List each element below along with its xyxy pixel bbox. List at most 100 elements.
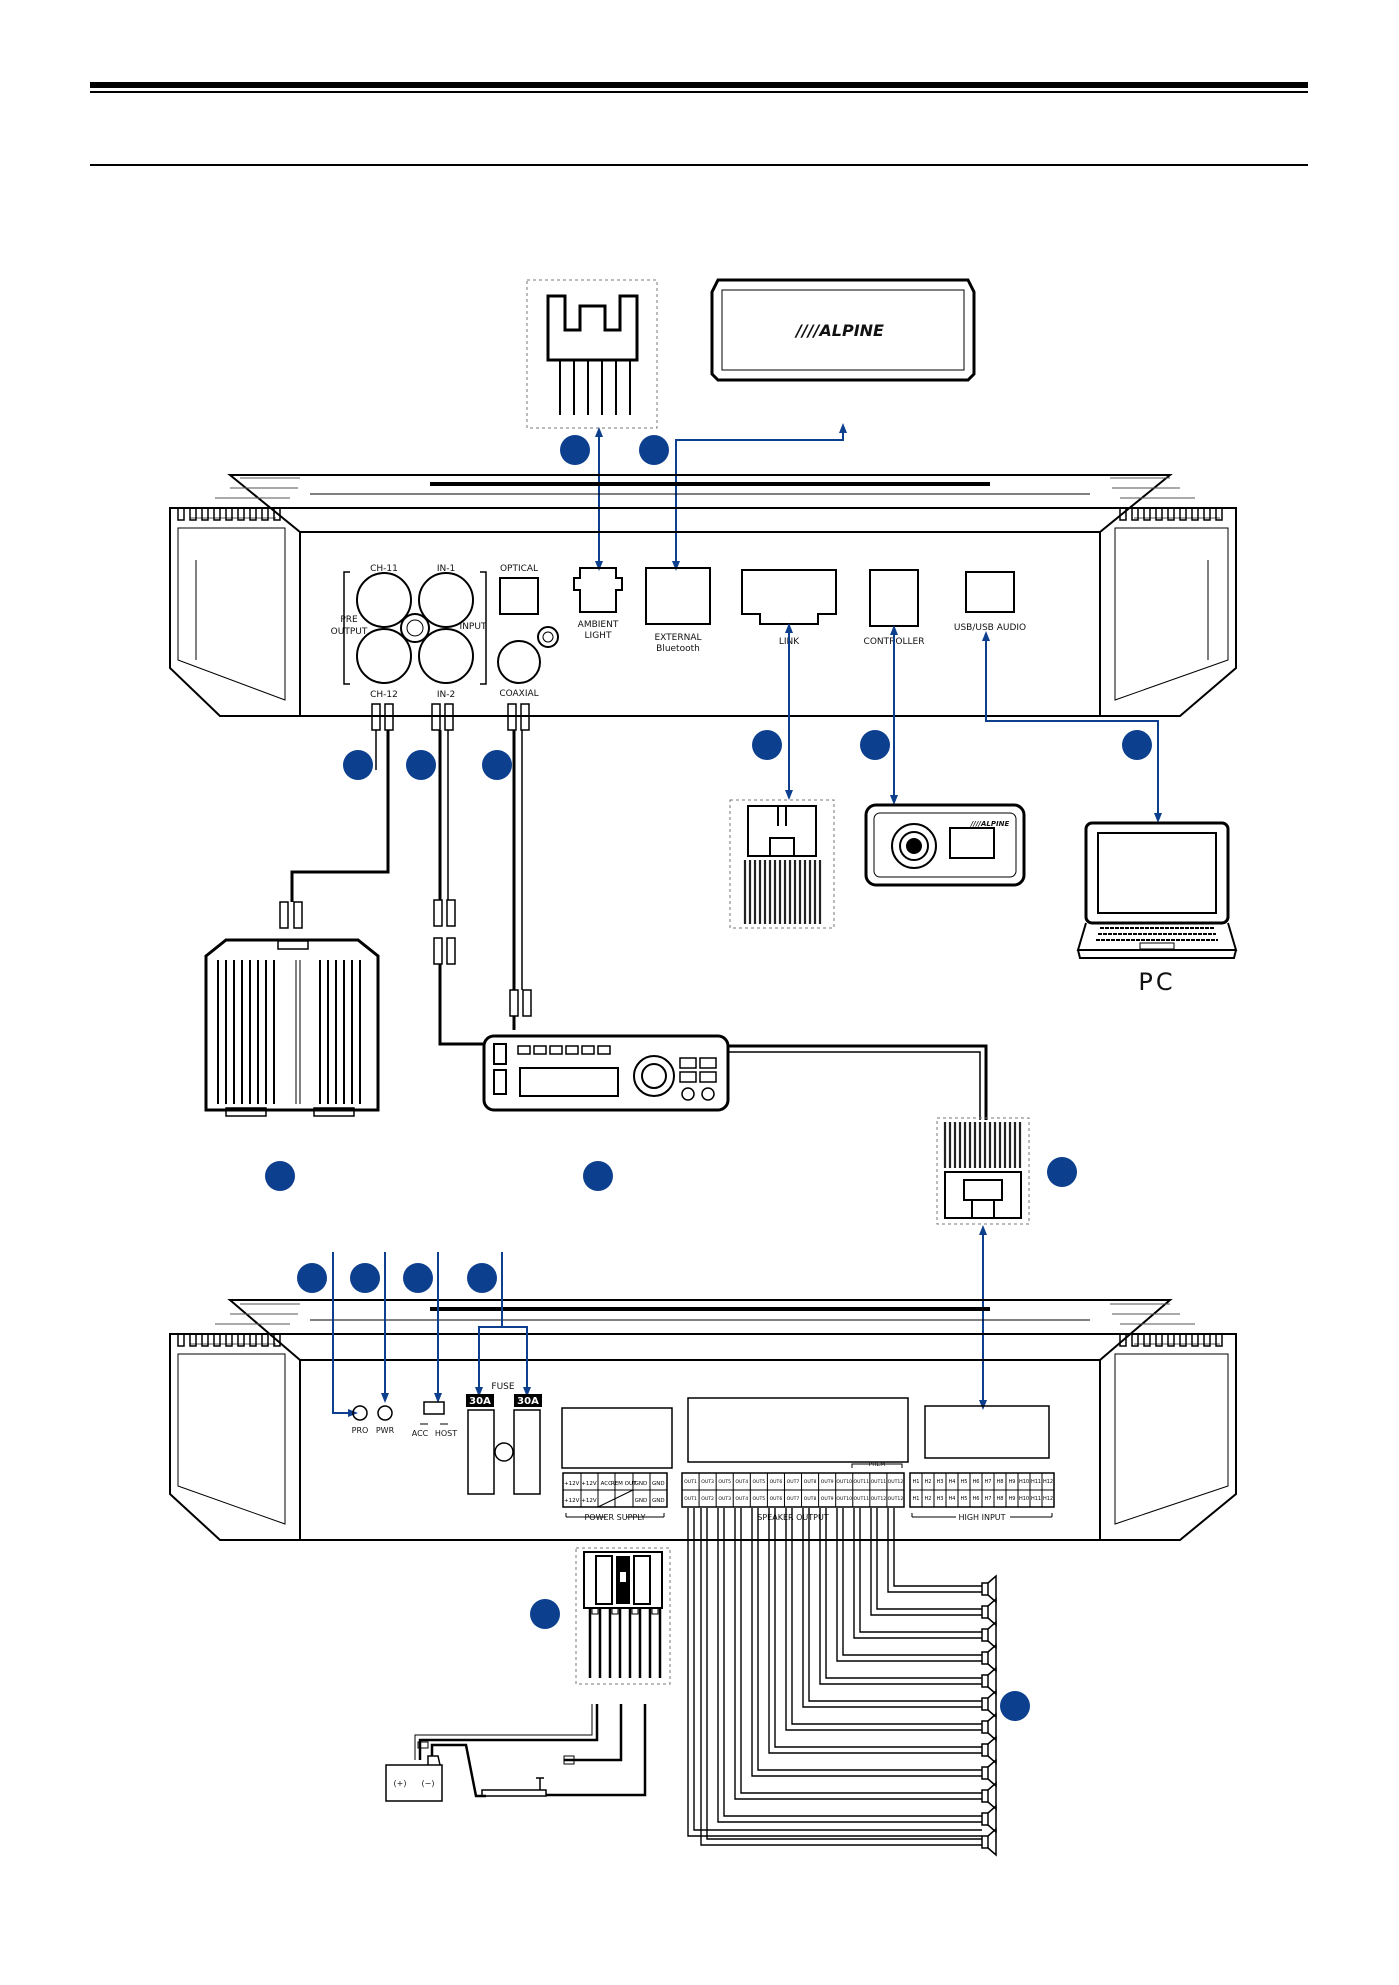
high-input-connector [936, 1117, 1030, 1225]
label-pre: PRE [340, 615, 358, 625]
power-terminal-label: +12V [564, 1481, 580, 1487]
speaker-terminal-label: OUT11 [853, 1496, 869, 1502]
brand-logo-controller: ////ALPINE [970, 820, 1010, 828]
high-input-label: H8 [997, 1479, 1004, 1485]
speaker-terminal-label: OUT6 [770, 1479, 783, 1485]
label-pc: PC [1138, 968, 1175, 996]
speaker-terminal-label: OUT8 [804, 1496, 817, 1502]
speaker-terminal-label: OUT8 [804, 1479, 817, 1485]
high-input-label: H5 [961, 1496, 968, 1502]
power-terminal-label: GND [652, 1481, 665, 1487]
label-input: INPUT [460, 622, 487, 632]
label-power-supply: POWER SUPPLY [584, 1513, 645, 1522]
high-input-label: H1 [913, 1479, 920, 1485]
controller-port [869, 569, 919, 627]
callout-dot [583, 1161, 613, 1191]
high-input-label: H4 [949, 1479, 956, 1485]
label-fuse-b: 30A [517, 1396, 539, 1407]
speaker-terminal-label: OUT5 [752, 1479, 765, 1485]
head-unit [482, 1034, 730, 1112]
rca-jack-group [343, 571, 487, 685]
power-terminal-label: +12V [581, 1498, 597, 1504]
label-pwr: PWR [376, 1426, 395, 1435]
speaker-terminal-label: OUT6 [770, 1496, 783, 1502]
label-high-input: HIGH INPUT [958, 1513, 1005, 1522]
external-bluetooth-port [645, 567, 711, 625]
speaker-icon [981, 1574, 997, 1604]
speaker-terminal-label: OUT1 [684, 1479, 697, 1485]
power-terminal-label: +12V [564, 1498, 580, 1504]
speaker-terminal-label: OUT1 [684, 1496, 697, 1502]
header-rule-thin [90, 91, 1308, 93]
brand-logo-top: ////ALPINE [794, 321, 884, 340]
high-input-label: H2 [925, 1479, 932, 1485]
link-port [741, 569, 837, 625]
ambient-light-connector [526, 279, 658, 429]
power-supply-terminal-block [562, 1472, 668, 1508]
fuse-right [513, 1409, 541, 1495]
label-usb: USB/USB AUDIO [954, 623, 1026, 633]
label-prem: PREM [869, 1461, 886, 1468]
label-external1: EXTERNAL [654, 633, 701, 643]
callout-dot [482, 750, 512, 780]
speaker-terminal-label: OUT5 [718, 1479, 731, 1485]
high-input-label: H10 [1019, 1496, 1029, 1502]
speaker-terminal-label: OUT12 [871, 1496, 887, 1502]
speaker-terminal-label: OUT4 [735, 1479, 748, 1485]
label-ambient1: AMBIENT [578, 620, 619, 630]
high-input-label: H5 [961, 1479, 968, 1485]
high-input-label: H3 [937, 1496, 944, 1502]
acc-host-switch[interactable] [423, 1401, 445, 1415]
header-rule-thick [90, 82, 1308, 88]
power-terminal-label: GND [635, 1498, 648, 1504]
high-input-label: H1 [913, 1496, 920, 1502]
external-amplifier [204, 938, 380, 1117]
optical-port [499, 577, 539, 615]
fuse-left [467, 1409, 495, 1495]
speaker-icon [981, 1712, 997, 1742]
speaker-icon [981, 1666, 997, 1696]
high-input-label: H9 [1009, 1496, 1016, 1502]
speaker-terminal-label: OUT3 [701, 1479, 714, 1485]
label-fuse-a: 30A [469, 1396, 491, 1407]
power-harness-connector [575, 1547, 671, 1685]
power-terminal-labels-bottom: +12V+12V GND GND [564, 1498, 665, 1504]
speaker-terminal-label: OUT3 [718, 1496, 731, 1502]
speaker-terminal-label: OUT2 [701, 1496, 714, 1502]
callout-dot [1122, 730, 1152, 760]
rca-coupler [433, 899, 532, 1017]
label-acc: ACC [412, 1429, 429, 1438]
high-input-label: H6 [973, 1479, 980, 1485]
speaker-terminal-label: OUT4 [735, 1496, 748, 1502]
amplifier-top-body [169, 474, 1237, 717]
amplifier-bottom-body [169, 1299, 1237, 1541]
callout-dot [265, 1161, 295, 1191]
label-in1: IN-1 [437, 564, 455, 574]
speaker-icon [981, 1643, 997, 1673]
callout-dot [639, 435, 669, 465]
speaker-terminal-label: OUT10 [836, 1496, 852, 1502]
power-terminal-label: +12V [581, 1481, 597, 1487]
header-rule-lower [90, 164, 1308, 166]
speaker-terminal-label: OUT11 [853, 1479, 869, 1485]
speaker-icon [981, 1689, 997, 1719]
speaker-terminal-label: OUT11 [871, 1479, 887, 1485]
ground-chassis [481, 1789, 547, 1797]
label-speaker-output: SPEAKER OUTPUT [757, 1513, 829, 1522]
callout-dot [297, 1263, 327, 1293]
high-input-label: H11 [1031, 1479, 1041, 1485]
high-input-label: H7 [985, 1496, 992, 1502]
label-fuse: FUSE [491, 1382, 514, 1392]
high-input-label: H10 [1019, 1479, 1029, 1485]
high-input-label: H8 [997, 1496, 1004, 1502]
bluetooth-module: ////ALPINE [710, 278, 976, 382]
high-input-label: H12 [1043, 1496, 1053, 1502]
callout-dot [752, 730, 782, 760]
power-terminal-label: GND [652, 1498, 665, 1504]
label-pro: PRO [352, 1426, 369, 1435]
label-ch11: CH-11 [370, 564, 398, 574]
high-input-label: H9 [1009, 1479, 1016, 1485]
label-ch12: CH-12 [370, 690, 398, 700]
